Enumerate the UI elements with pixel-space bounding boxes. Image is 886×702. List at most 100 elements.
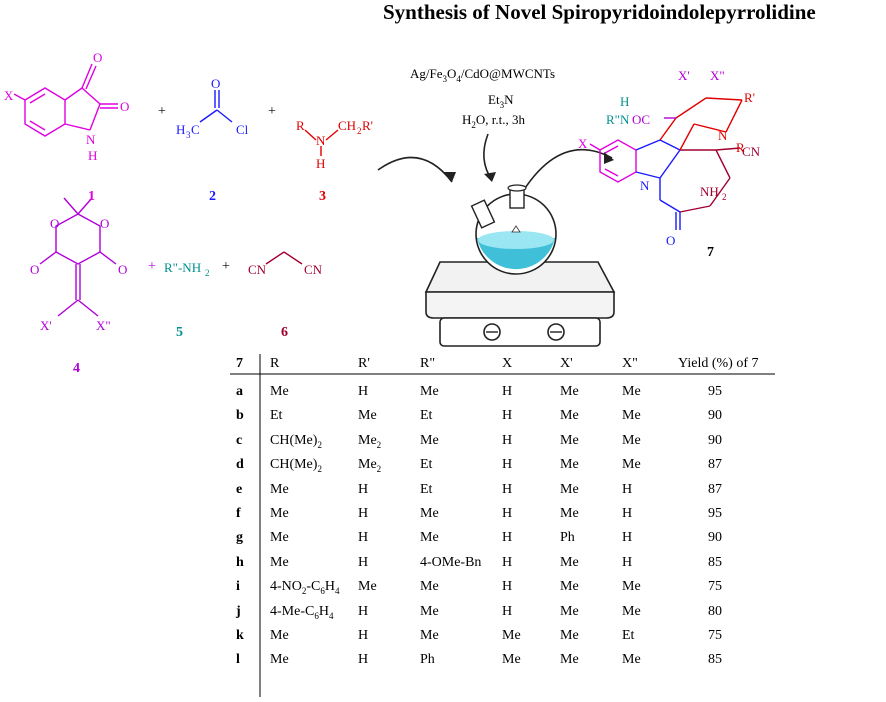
table-lines [230,354,775,697]
svg-text:X: X [4,88,14,103]
svg-text:N: N [86,132,96,147]
svg-text:H: H [620,94,629,109]
svg-text:X": X" [96,318,111,333]
table-cell: Me [622,432,641,448]
svg-text:R"N: R"N [606,112,630,127]
table-header-cell: X' [560,356,573,371]
table-row-id: d [236,457,244,473]
table-cell: Me [270,554,289,570]
svg-text:CN: CN [248,262,267,277]
svg-text:2: 2 [357,126,362,136]
svg-text:X': X' [40,318,52,333]
table-cell: Me [502,628,521,643]
table-cell: Me [560,603,579,619]
table-header-cell: 7 [236,356,243,371]
table-cell: H [622,554,633,570]
svg-text:O: O [100,216,109,231]
table-row-id: g [236,530,243,546]
table-cell: Me [622,457,641,473]
table-cell: Me [420,506,439,521]
table-cell: Me [560,481,579,497]
svg-text:2: 2 [209,189,216,204]
table-cell: H [358,384,369,399]
table-row-id: b [236,408,244,424]
table-cell: H [502,530,513,546]
svg-text:3: 3 [186,130,191,140]
compound-1-structure [13,63,118,137]
table-cell: Me [622,384,641,399]
svg-text:Et3N: Et3N [488,92,514,110]
table-cell: Me [358,579,377,595]
table-cell: Ph [560,530,575,546]
table-cell: 4-NO2-C6H4 [270,579,340,596]
table-cell: Me2 [358,432,382,450]
table-cell: H [502,432,513,448]
table-cell: 75 [708,579,722,595]
table-cell: H [358,628,369,643]
compound-2-structure [199,90,233,123]
table-cell: Me [622,579,641,595]
table-cell: Me [560,652,579,668]
reaction-conditions: Ag/Fe3O4/CdO@MWCNTs Et3N H2O, r.t., 3h [410,66,555,130]
table-cell: H [502,603,513,619]
plus-sign: + [148,259,156,274]
svg-text:R': R' [744,90,755,105]
table-cell: Me [420,603,439,619]
svg-text:O: O [211,76,220,91]
table-cell: Me [420,432,439,448]
svg-text:O: O [118,262,127,277]
table-cell: 95 [708,384,722,399]
svg-text:NH: NH [700,184,719,199]
table-cell: H [358,506,369,521]
svg-text:OC: OC [632,112,650,127]
svg-text:N: N [316,133,326,148]
table-cell: 75 [708,628,722,643]
svg-text:O: O [30,262,39,277]
svg-text:Cl: Cl [236,122,249,137]
svg-text:CN: CN [742,144,761,159]
svg-text:Ag/Fe3O4/CdO@MWCNTs: Ag/Fe3O4/CdO@MWCNTs [410,66,555,84]
table-cell: 4-OMe-Bn [420,554,482,570]
table-cell: H [358,481,369,497]
svg-text:H: H [316,156,325,171]
table-header-cell: R" [420,356,436,371]
table-header-cell: X [502,356,513,371]
table-cell: Et [420,408,433,424]
table-cell: H [358,554,369,570]
svg-text:H: H [176,122,185,137]
table-cell: H [502,506,513,521]
table-cell: Me2 [358,457,382,474]
table-cell: H [358,603,369,619]
compound-5-labels: R"-NH 2 [164,260,210,278]
svg-text:O: O [93,50,102,65]
table-row-id: j [236,603,241,619]
table-cell: 87 [708,457,722,473]
svg-text:5: 5 [176,325,183,340]
table-cell: CH(Me)2 [270,457,322,474]
table-row-id: f [236,506,241,521]
table-cell: Me [420,530,439,546]
table-cell: H [622,481,633,497]
svg-text:O: O [50,216,59,231]
table-cell: H [502,457,513,473]
table-row-id: e [236,481,243,497]
table-row-id: k [236,628,244,643]
table-cell: 80 [708,603,722,619]
table-cell: H [502,408,513,424]
compound-4-labels: O O O O X' X" [30,216,127,333]
table-cell: H [502,481,513,497]
svg-text:2: 2 [205,268,210,278]
table-cell: Me [270,628,289,643]
table-cell: Me [270,384,289,399]
svg-text:CH: CH [338,118,356,133]
compound-3-structure [304,129,339,156]
svg-text:N: N [640,178,650,193]
table-cell: 85 [708,554,722,570]
table-row-id: i [236,579,240,595]
svg-text:R: R [296,118,305,133]
svg-text:2: 2 [722,192,727,202]
svg-text:R"-NH: R"-NH [164,260,201,275]
table-cell: Et [420,481,433,497]
table-cell: 90 [708,432,722,448]
